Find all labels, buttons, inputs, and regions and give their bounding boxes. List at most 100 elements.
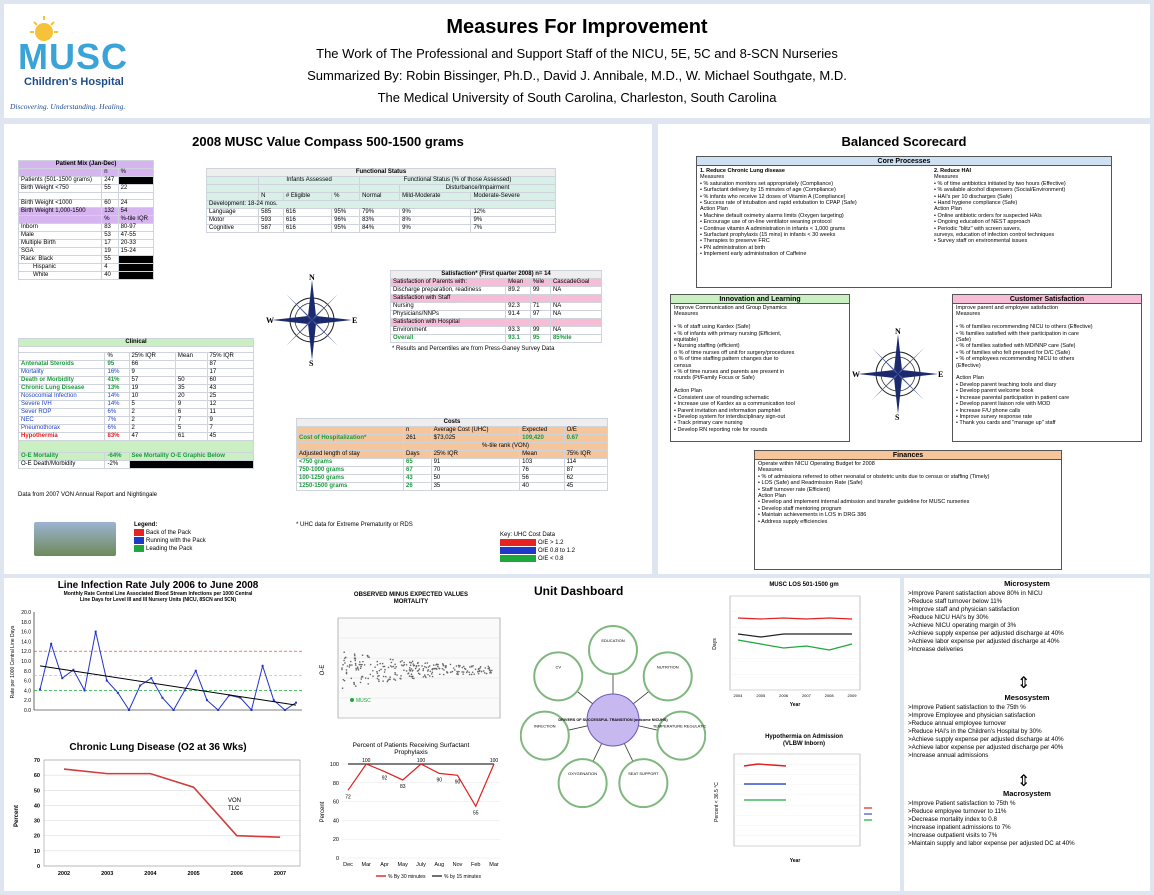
scatter-point — [422, 669, 425, 672]
finance-item: • % of admissions referred to other neon… — [758, 473, 990, 480]
data-label: 55 — [473, 810, 479, 816]
y-axis-label: O-E — [320, 665, 326, 676]
y-axis-label: Rate per 1000 Central Line Days — [10, 625, 16, 698]
functional-cell: Language — [205, 208, 260, 217]
scatter-point — [390, 661, 393, 664]
innovation-item: • % of time nurses and parents are prese… — [674, 369, 785, 376]
scatter-point — [372, 675, 374, 677]
scatter-point — [407, 672, 409, 675]
macrosystem-title: Macrosystem — [1003, 789, 1051, 798]
core-item: • Hand hygiene compliance (Safe) — [934, 200, 1018, 207]
costs-hosp-cell: $73,025 — [430, 434, 521, 443]
scatter-point — [372, 669, 374, 672]
innovation-title: Innovation and Learning — [671, 295, 849, 304]
satisfaction-col: Satisfaction of Parents with: — [389, 278, 507, 287]
costs-cell: 91 — [430, 458, 521, 467]
costs-hosp-cell: Cost of Hospitalization* — [296, 434, 404, 443]
functional-cell: 79% — [359, 208, 401, 217]
satisfaction-cell: Satisfaction with Staff — [389, 294, 507, 303]
legend-swatch-green — [134, 545, 144, 553]
legend: Legend: Back of the Pack Running with th… — [134, 522, 206, 553]
clinical-cell: 9 — [128, 368, 176, 377]
clinical-cell: 9 — [206, 416, 255, 425]
musc-logo: MUSC Children's Hospital Discovering. Un… — [10, 12, 138, 112]
logo-tagline: Discovering. Understanding. Healing. — [10, 102, 126, 111]
innovation-item: rounds (Pt/Family Focus or Safe) — [674, 375, 755, 382]
scatter-point — [394, 673, 396, 676]
x-tick-label: May — [398, 862, 409, 868]
clinical-cell: 12 — [206, 400, 255, 409]
annotation: VON — [228, 798, 241, 804]
patient-mix-cell — [117, 176, 155, 185]
costs-cell: 45 — [563, 482, 609, 491]
microsystem-item: >Increase deliveries — [908, 646, 964, 653]
x-tick-label: 2006 — [779, 693, 789, 698]
scatter-point — [353, 653, 356, 655]
costs-cell: 103 — [519, 458, 565, 467]
satisfaction-cell — [505, 294, 531, 303]
scatter-point — [485, 672, 488, 675]
satisfaction-cell: Physicians/NNPs — [389, 310, 507, 319]
scatter-point — [451, 670, 454, 673]
scatter-point — [425, 676, 427, 679]
scatter-point — [458, 670, 460, 673]
patient-mix-cell: 83 — [101, 223, 119, 232]
clinical-cell: NEC — [17, 416, 106, 425]
functional-section: Development: 18-24 mos. — [206, 200, 556, 209]
y-tick-label: 6.0 — [24, 679, 31, 685]
scatter-point — [444, 666, 447, 669]
clinical-cell: 50 — [174, 376, 208, 385]
core-item: • % infants who receive 12 doses of Vita… — [700, 193, 846, 200]
scatter-point — [491, 669, 493, 672]
x-tick-label: 2005 — [756, 693, 766, 698]
core-item: • Ongoing education of NEST approach — [934, 219, 1031, 226]
clinical-cell: 2 — [128, 416, 176, 425]
macrosystem-item: >Reduce employee turnover to 11% — [908, 808, 1007, 815]
series-line — [63, 768, 281, 839]
systems-panel: Microsystem >Improve Parent satisfaction… — [904, 578, 1150, 891]
satisfaction-cell: 89.2 — [505, 286, 531, 295]
table-row: n% — [17, 168, 155, 177]
svg-text:E: E — [938, 370, 943, 379]
y-tick-label: 60 — [333, 800, 339, 806]
patient-mix-cell: 54 — [117, 207, 155, 216]
patient-mix-cell — [117, 255, 155, 264]
customer-item: • % of families who felt prepared for D/… — [956, 349, 1071, 356]
patient-mix-cell: Birth Weight <750 — [17, 184, 103, 193]
scatter-point — [490, 672, 492, 674]
hub-node — [520, 710, 570, 761]
clinical-cell: 5 — [128, 400, 176, 409]
satisfaction-title: Satisfaction* (First quarter 2008) n= 14 — [390, 270, 602, 279]
functional-cell: 616 — [282, 208, 333, 217]
customer-item: Measures — [956, 311, 981, 318]
logo-text: MUSC — [18, 36, 128, 77]
functional-col: Moderate-Severe — [470, 192, 556, 201]
mortality-oe-chart: OBSERVED MINUS EXPECTED VALUES MORTALITY… — [316, 580, 506, 738]
scatter-point — [415, 665, 418, 668]
patient-mix-cell: %-tile IQR — [117, 215, 155, 224]
data-point — [295, 701, 297, 704]
scatter-point — [394, 667, 396, 670]
unit-dashboard-panel: Unit Dashboard Line Infection Rate July … — [4, 578, 900, 891]
scatter-point — [483, 672, 486, 674]
costs-cell: 65 — [402, 458, 432, 467]
functional-cell: 12% — [470, 208, 556, 217]
scatter-point — [405, 670, 408, 672]
functional-cell: 9% — [399, 224, 472, 233]
costs-col: Days — [402, 450, 432, 459]
series-line — [737, 633, 852, 638]
x-tick-label: 2009 — [848, 693, 858, 698]
scatter-point — [466, 670, 469, 672]
costs-col: 25% IQR — [430, 450, 521, 459]
innovation-item: • Develop system for interdisciplinary s… — [674, 413, 786, 420]
scatter-point — [456, 673, 458, 675]
functional-col: Mild-Moderate — [399, 192, 472, 201]
y-tick-label: 20.0 — [21, 610, 31, 616]
scatter-point — [411, 660, 414, 663]
